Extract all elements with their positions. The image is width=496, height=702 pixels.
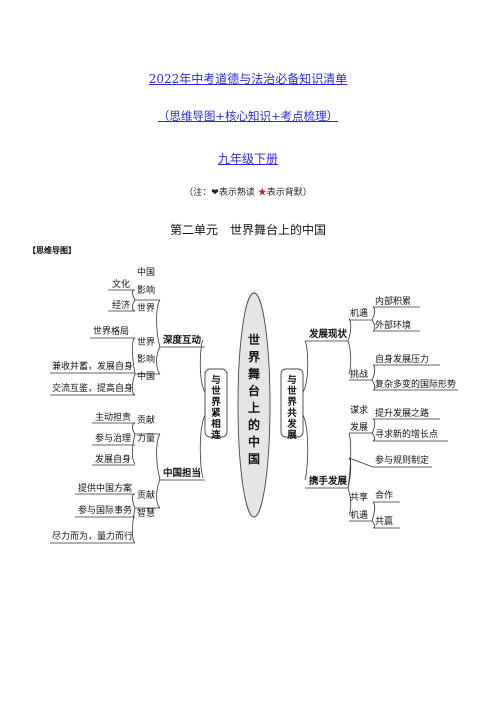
heart-icon: ❤ xyxy=(211,188,219,198)
document-title: 2022年中考道德与法治必备知识清单 xyxy=(148,72,348,86)
center-char: 台 xyxy=(248,383,260,398)
right-main-char: 界 xyxy=(287,397,297,408)
center-char: 界 xyxy=(248,349,260,364)
sub-world-influence-china-3: 中国 xyxy=(137,370,155,382)
right-main-char: 共 xyxy=(287,407,297,419)
sub-china-influence-world-3: 世界 xyxy=(137,302,155,314)
left-main-box xyxy=(204,368,228,438)
grade-label: 九年级下册 xyxy=(217,152,278,166)
unit-title: 世界舞台上的中国 xyxy=(230,223,327,237)
right-main-char: 世 xyxy=(287,385,297,397)
right-main-char: 与 xyxy=(287,374,297,386)
center-char: 中 xyxy=(248,434,260,449)
left-main-char: 紧 xyxy=(211,407,221,419)
item-new-growth-point: 寻求新的增长点 xyxy=(375,428,438,440)
legend-star-text: 表示背默） xyxy=(266,188,312,198)
sub-opportunity: 机遇 xyxy=(350,307,368,319)
item-cooperation: 合作 xyxy=(375,489,393,501)
item-self-development-pressure: 自身发展压力 xyxy=(375,353,429,365)
left-main-char: 连 xyxy=(211,429,221,441)
sub-world-influence-china-2: 影响 xyxy=(137,353,155,365)
item-china-solution: 提供中国方案 xyxy=(78,482,132,494)
right-main-char: 展 xyxy=(287,430,297,441)
legend-prefix: （注： xyxy=(184,188,212,198)
sub-china-influence-world-1: 中国 xyxy=(137,266,155,278)
sub-contribute-strength-2: 力量 xyxy=(137,432,155,444)
left-main-char: 相 xyxy=(211,418,221,430)
item-develop-self: 发展自身 xyxy=(95,453,131,465)
legend-note: （注：❤表示熟读 ★表示背默） xyxy=(0,185,496,198)
item-participate-governance: 参与治理 xyxy=(95,432,131,444)
branch-china-responsibility: 中国担当 xyxy=(163,467,201,479)
center-node: 世界舞台上的中国 xyxy=(247,332,260,466)
unit-label: 第二单元 xyxy=(169,223,218,237)
center-char: 的 xyxy=(248,417,260,432)
sub-contribute-wisdom-2: 智慧 xyxy=(137,507,155,519)
document-subtitle: （思维导图+核心知识+考点梳理） xyxy=(157,109,339,123)
left-main-char: 世 xyxy=(211,385,221,397)
item-international-affairs: 参与国际事务 xyxy=(78,504,132,516)
item-win-win: 共赢 xyxy=(375,515,393,527)
legend-heart-text: 表示熟读 xyxy=(218,188,255,198)
sub-world-influence-china-1: 世界 xyxy=(137,336,155,348)
center-char: 国 xyxy=(248,452,260,466)
center-char: 上 xyxy=(248,400,260,415)
branch-development-status: 发展现状 xyxy=(308,328,348,340)
item-do-best: 尽力而为，量力而行 xyxy=(52,530,133,542)
star-icon: ★ xyxy=(257,188,267,198)
sub-contribute-wisdom-1: 贡献 xyxy=(137,489,155,501)
item-participate-rule-making: 参与规则制定 xyxy=(375,454,429,466)
item-economy: 经济 xyxy=(112,299,130,311)
center-char: 舞 xyxy=(247,366,260,381)
sub-seek-development-2: 发展 xyxy=(350,421,368,433)
left-main-char: 与 xyxy=(211,374,221,386)
branch-develop-together: 携手发展 xyxy=(309,475,348,487)
item-complex-international-situation: 复杂多变的国际形势 xyxy=(375,378,456,390)
left-main-char: 界 xyxy=(211,397,221,408)
item-take-responsibility: 主动担责 xyxy=(95,411,131,423)
mindmap-tag: 【思维导图】 xyxy=(28,245,76,255)
unit-heading: 第二单元世界舞台上的中国 xyxy=(0,221,496,238)
center-char: 世 xyxy=(248,332,260,347)
sub-share-opportunity-1: 共享 xyxy=(350,491,368,503)
sub-challenge: 挑战 xyxy=(350,368,368,380)
item-world-pattern: 世界格局 xyxy=(93,325,129,337)
item-external-environment: 外部环境 xyxy=(375,319,411,331)
item-culture: 文化 xyxy=(112,278,130,290)
branch-deep-interaction: 深度互动 xyxy=(163,334,202,346)
sub-china-influence-world-2: 影响 xyxy=(137,284,155,296)
item-improve-development-path: 提升发展之路 xyxy=(375,407,429,419)
center-ellipse xyxy=(237,292,271,518)
right-main-char: 发 xyxy=(286,418,297,430)
item-absorb-develop: 兼收并蓄，发展自身 xyxy=(52,360,133,372)
item-internal-accumulation: 内部积累 xyxy=(375,295,411,307)
item-exchange-improve: 交流互鉴，提高自身 xyxy=(52,382,133,394)
sub-seek-development-1: 谋求 xyxy=(350,404,368,416)
sub-contribute-strength-1: 贡献 xyxy=(137,414,155,426)
right-main-box xyxy=(280,368,304,438)
sub-share-opportunity-2: 机遇 xyxy=(350,509,368,521)
